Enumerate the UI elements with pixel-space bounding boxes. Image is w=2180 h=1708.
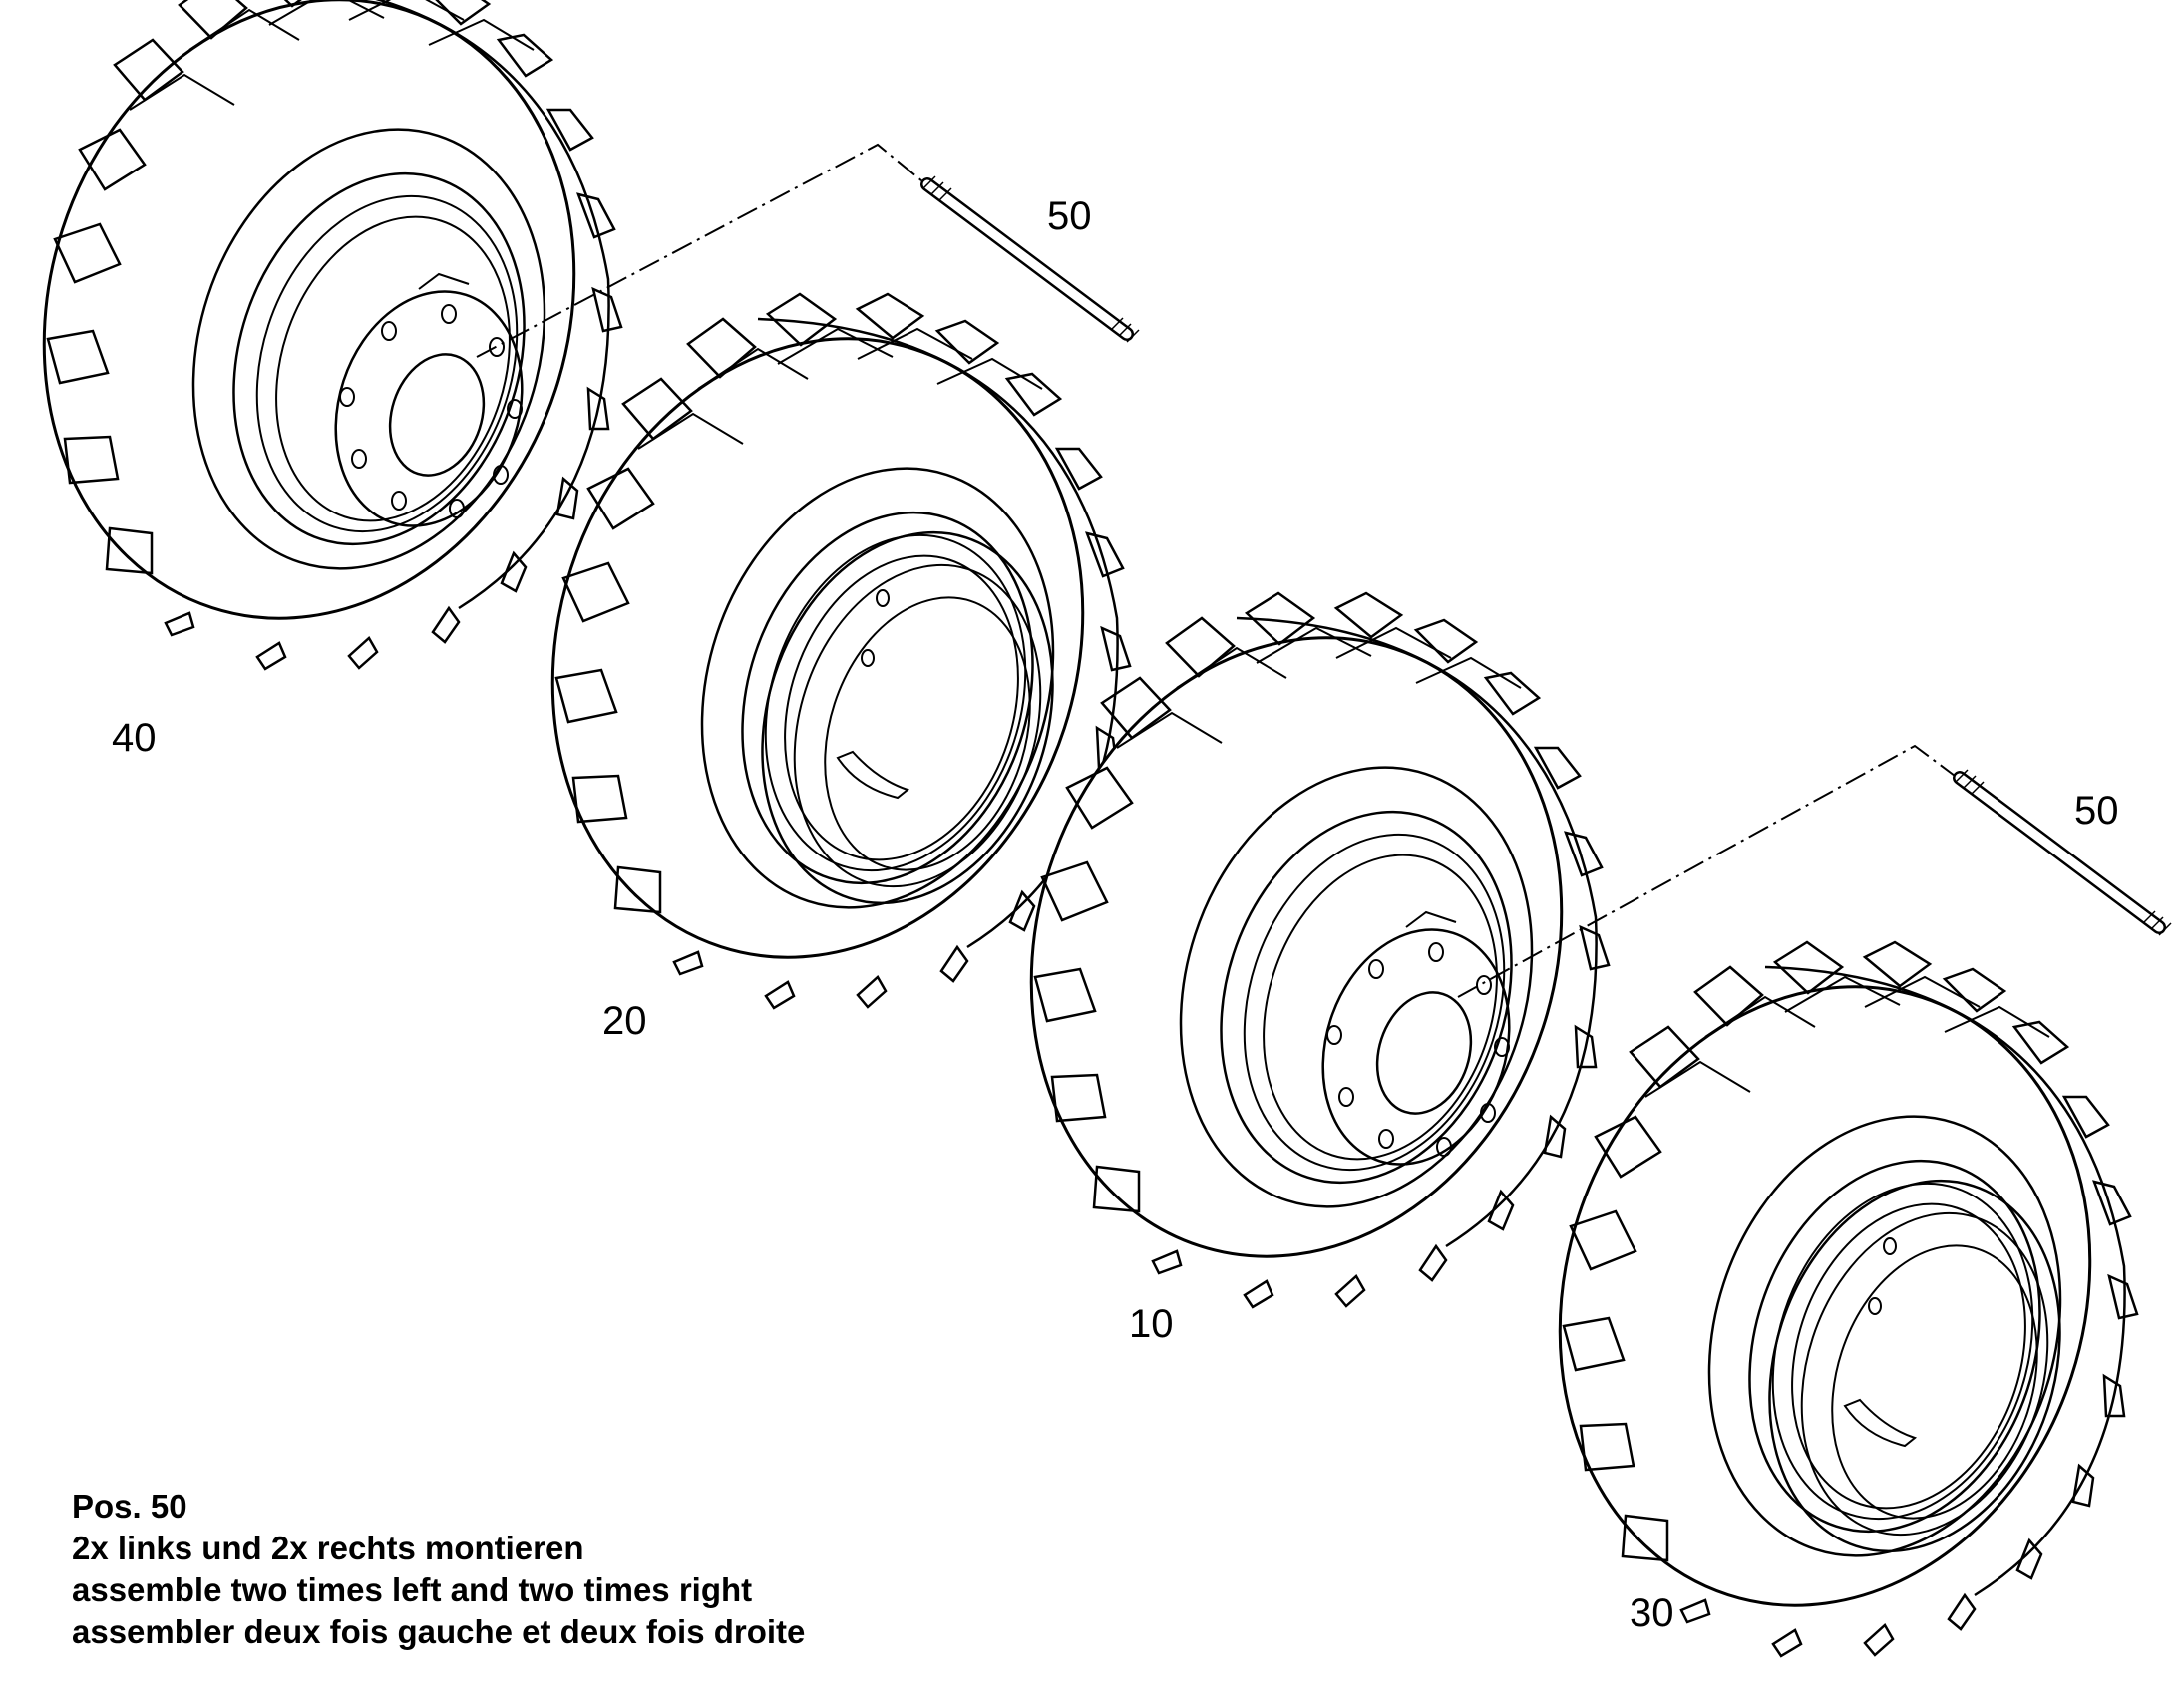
callout-20: 20 <box>602 999 647 1043</box>
note-line-en: assemble two times left and two times ri… <box>72 1571 753 1608</box>
callout-50-top: 50 <box>1047 194 1092 238</box>
axle-pin-icon <box>1956 770 2171 935</box>
callout-10: 10 <box>1129 1302 1174 1346</box>
note-line-de: 2x links und 2x rechts montieren <box>72 1530 584 1566</box>
callout-50-right: 50 <box>2074 789 2119 833</box>
callout-40: 40 <box>112 716 157 760</box>
note-title: Pos. 50 <box>72 1488 187 1525</box>
assembly-leader-lines <box>476 143 1956 998</box>
assembly-note: Pos. 50 2x links und 2x rechts montieren… <box>72 1486 805 1653</box>
wheel-40 <box>0 0 655 690</box>
axle-pin-icon <box>923 176 1139 342</box>
callout-30: 30 <box>1630 1591 1674 1635</box>
note-line-fr: assembler deux fois gauche et deux fois … <box>72 1613 806 1650</box>
